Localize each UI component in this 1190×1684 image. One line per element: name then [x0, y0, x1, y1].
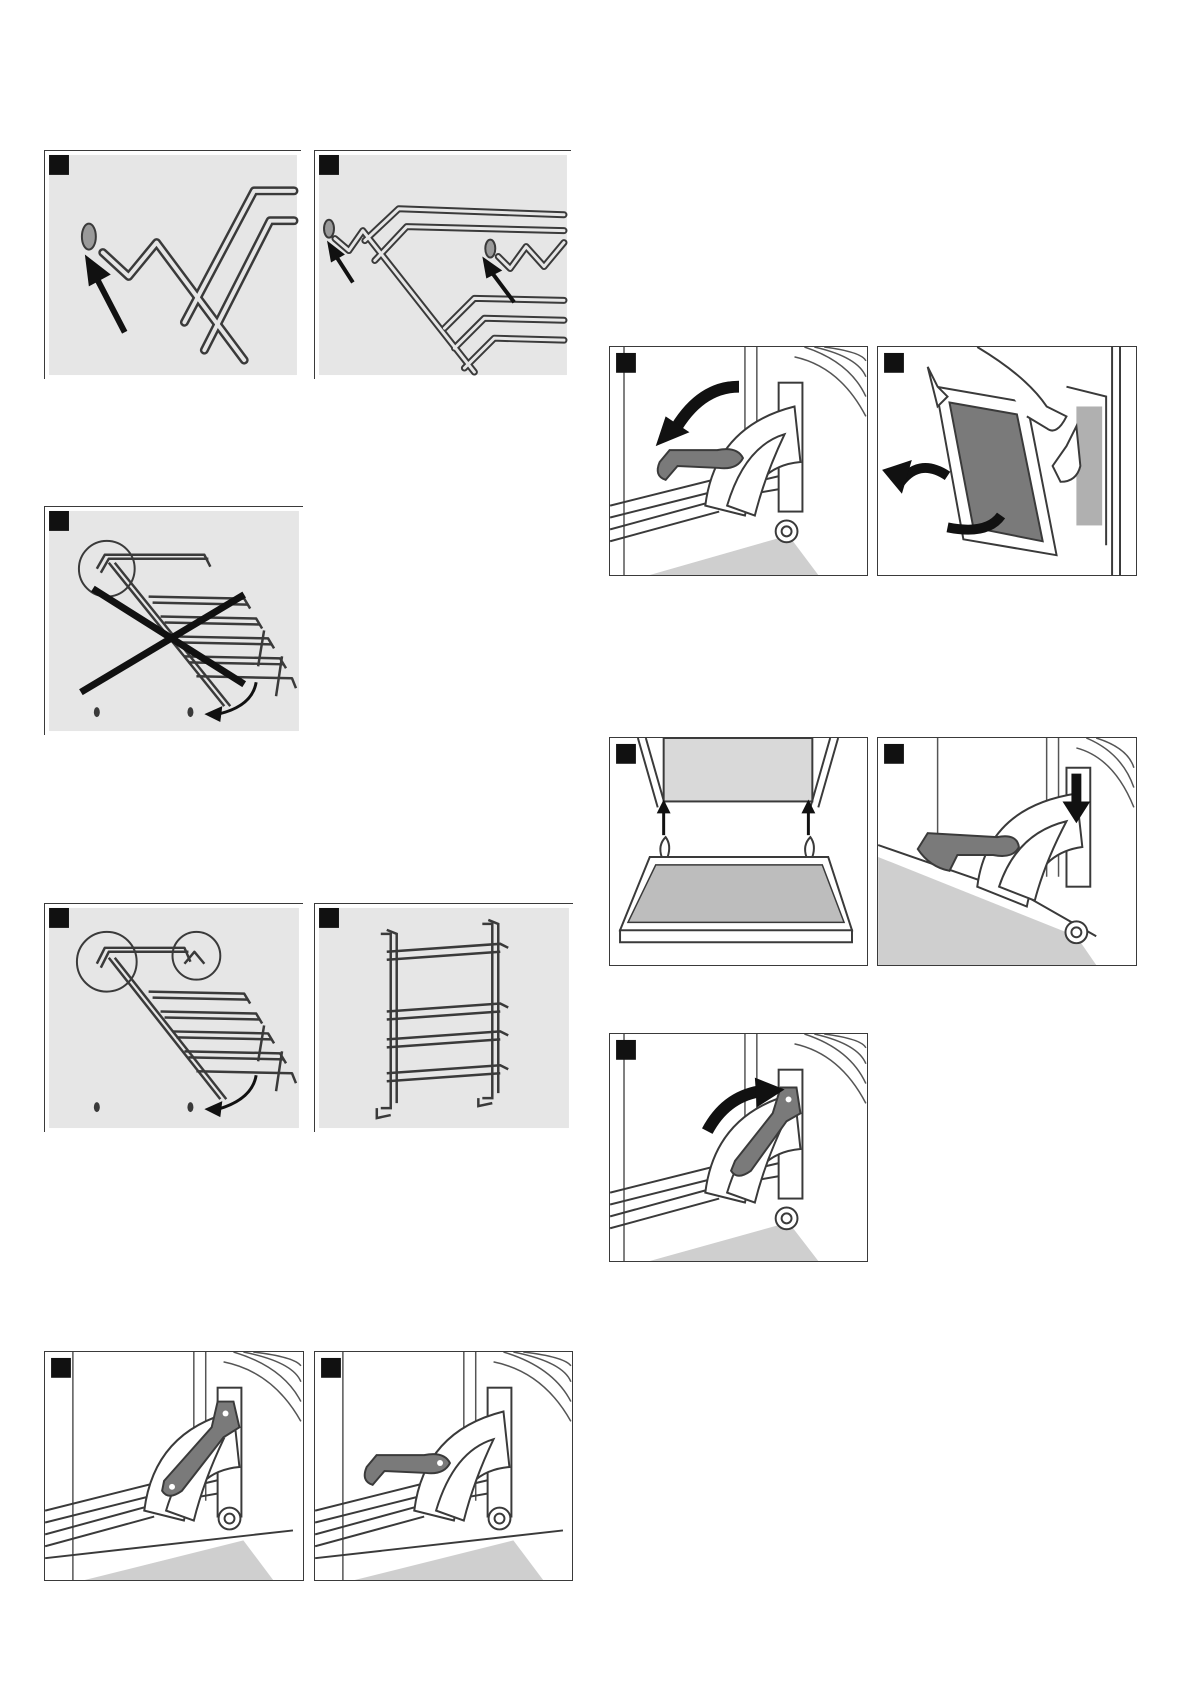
step-badge: [319, 908, 339, 928]
step-badge: [49, 155, 69, 175]
circle-highlight-icon: [45, 904, 303, 1132]
figure-hinge-slot-insert: [877, 737, 1137, 966]
figure-hinge-lever-up: [44, 1351, 304, 1581]
figure-hinge-lever-fold-down: [609, 346, 868, 576]
step-badge: [51, 1358, 71, 1378]
figure-shelf-rail-hook-insert: [44, 150, 301, 379]
step-badge: [616, 744, 636, 764]
down-arrow-icon: [878, 738, 1136, 965]
curved-arrow-icon: [610, 347, 867, 575]
curved-arrow-icon: [610, 1034, 867, 1261]
figure-door-hinges-insert: [609, 737, 868, 966]
step-badge: [319, 155, 339, 175]
rail-hook-arrow-icon: [315, 151, 571, 379]
crossed-out-icon: [45, 507, 303, 735]
figure-shelf-rail-wrong-position: [44, 506, 303, 735]
step-badge: [884, 353, 904, 373]
step-badge: [49, 511, 69, 531]
hinge-icon: [315, 1352, 572, 1580]
figure-shelf-rail-front-view: [314, 903, 573, 1132]
step-badge: [616, 353, 636, 373]
figure-door-lift-off: [877, 346, 1137, 576]
rail-icon: [315, 904, 573, 1132]
figure-shelf-rail-correct-position: [44, 903, 303, 1132]
hands-icon: [878, 347, 1136, 575]
figure-shelf-rail-hooks-both-insert: [314, 150, 571, 379]
figure-hinge-lever-down: [314, 1351, 573, 1581]
up-arrow-icon: [610, 738, 867, 965]
hinge-icon: [45, 1352, 303, 1580]
step-badge: [49, 908, 69, 928]
step-badge: [884, 744, 904, 764]
step-badge: [616, 1040, 636, 1060]
rail-hook-arrow-icon: [45, 151, 301, 379]
step-badge: [321, 1358, 341, 1378]
figure-hinge-lever-fold-up: [609, 1033, 868, 1262]
